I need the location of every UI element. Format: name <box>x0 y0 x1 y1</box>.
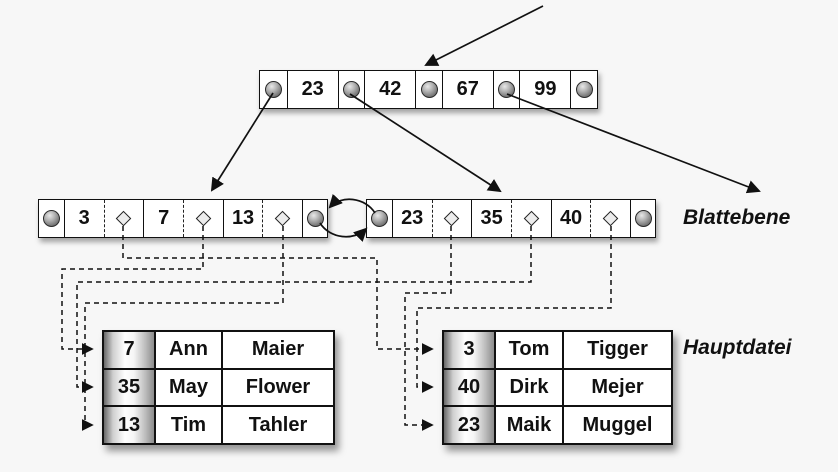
table-row: 13 Tim Tahler <box>104 405 333 444</box>
first-name-cell: Tim <box>154 407 221 444</box>
key-cell: 67 <box>441 71 493 108</box>
record-key-cell: 35 <box>104 369 154 406</box>
first-name-cell: May <box>154 369 221 406</box>
key-cell: 23 <box>391 200 432 237</box>
first-name-cell: Maik <box>494 407 562 444</box>
main-file-table-left: 7 Ann Maier 35 May Flower 13 Tim Tahler <box>102 330 335 445</box>
pointer-cell <box>39 200 64 237</box>
record-key-cell: 7 <box>104 332 154 368</box>
record-diamond-icon <box>603 210 619 227</box>
label-main-file: Hauptdatei <box>683 336 792 359</box>
table-row: 35 May Flower <box>104 367 333 406</box>
key-cell: 23 <box>286 71 338 108</box>
main-file-table-right: 3 Tom Tigger 40 Dirk Mejer 23 Maik Mugge… <box>442 330 673 445</box>
pointer-cell <box>415 71 442 108</box>
key-cell: 35 <box>471 200 511 237</box>
first-name-cell: Tom <box>494 332 562 368</box>
key-cell: 42 <box>364 71 415 108</box>
pointer-cell <box>260 71 287 108</box>
pointer-circle-icon <box>575 81 593 98</box>
prev-leaf-pointer-cell <box>367 200 392 237</box>
table-row: 23 Maik Muggel <box>444 405 671 444</box>
pointer-circle-icon <box>264 81 282 98</box>
key-cell: 99 <box>519 71 570 108</box>
incoming-root-arrow <box>424 5 544 66</box>
last-name-cell: Mejer <box>562 369 671 406</box>
record-pointer-cell <box>510 200 551 237</box>
label-leaf-level: Blattebene <box>683 206 791 229</box>
leaf-node-right: 23 35 40 <box>366 199 656 238</box>
record-key-cell: 13 <box>104 407 154 444</box>
first-name-cell: Dirk <box>494 369 562 406</box>
root-node: 23 42 67 99 <box>259 70 598 109</box>
record-diamond-icon <box>275 210 291 227</box>
pointer-cell <box>630 200 655 237</box>
next-leaf-pointer-cell <box>302 200 327 237</box>
pointer-circle-icon <box>342 81 360 98</box>
record-pointer-cell <box>103 200 144 237</box>
pointer-circle-icon <box>420 81 438 98</box>
last-name-cell: Flower <box>221 369 333 406</box>
table-row: 3 Tom Tigger <box>444 332 671 368</box>
record-key-cell: 3 <box>444 332 494 368</box>
last-name-cell: Maier <box>221 332 333 368</box>
last-name-cell: Tahler <box>221 407 333 444</box>
record-diamond-icon <box>116 210 132 227</box>
record-key-cell: 23 <box>444 407 494 444</box>
key-cell: 3 <box>63 200 104 237</box>
record-diamond-icon <box>444 210 460 227</box>
record-pointer-cell <box>262 200 302 237</box>
key-cell: 7 <box>143 200 183 237</box>
key-cell: 13 <box>222 200 263 237</box>
record-diamond-icon <box>523 210 540 227</box>
last-name-cell: Tigger <box>562 332 671 368</box>
pointer-circle-icon <box>370 210 388 227</box>
record-pointer-cell <box>182 200 223 237</box>
key-cell: 40 <box>550 200 591 237</box>
last-name-cell: Muggel <box>562 407 671 444</box>
table-row: 7 Ann Maier <box>104 332 333 368</box>
pointer-cell <box>570 71 597 108</box>
table-row: 40 Dirk Mejer <box>444 367 671 406</box>
pointer-circle-icon <box>42 210 60 227</box>
pointer-circle-icon <box>306 210 324 227</box>
first-name-cell: Ann <box>154 332 221 368</box>
pointer-cell <box>492 71 520 108</box>
record-pointer-cell <box>431 200 472 237</box>
leaf-node-left: 3 7 13 <box>38 199 328 238</box>
pointer-circle-icon <box>498 81 516 98</box>
pointer-cell <box>337 71 365 108</box>
record-pointer-cell <box>590 200 630 237</box>
record-diamond-icon <box>195 210 212 227</box>
pointer-circle-icon <box>634 210 652 227</box>
record-key-cell: 40 <box>444 369 494 406</box>
